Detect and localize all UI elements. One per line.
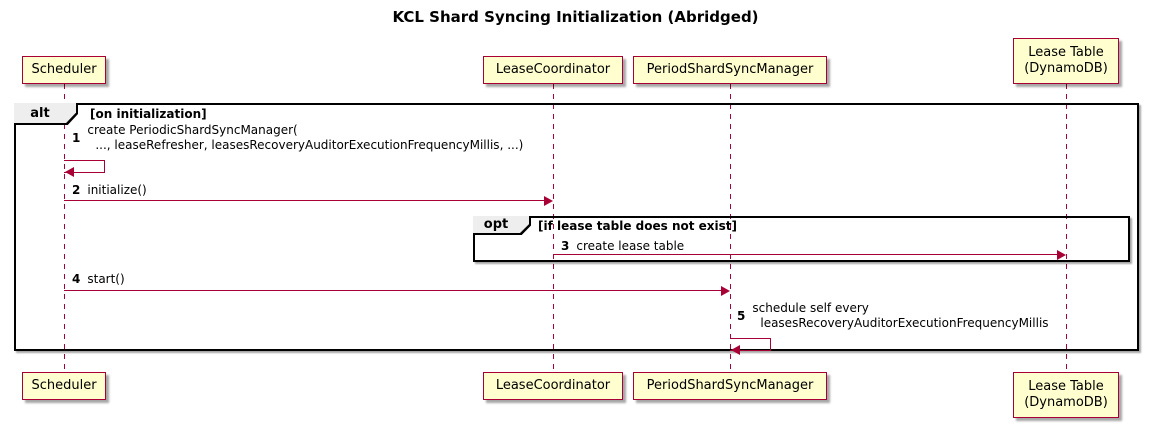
participant-scheduler-bottom: Scheduler	[22, 372, 106, 400]
participant-lease-coordinator-top: LeaseCoordinator	[483, 56, 623, 84]
message-5-self-arrow	[730, 338, 771, 351]
message-text-line2: ..., leaseRefresher, leasesRecoveryAudit…	[95, 138, 524, 152]
participant-period-shard-sync-manager-top: PeriodShardSyncManager	[633, 56, 827, 84]
message-3-label: 3 create lease table	[561, 239, 684, 254]
alt-operator-label: alt	[14, 103, 76, 123]
participant-scheduler-top: Scheduler	[22, 56, 106, 84]
message-1-arrowhead-icon	[65, 167, 74, 177]
message-text: create lease table	[576, 239, 685, 253]
participant-label: PeriodShardSyncManager	[646, 62, 814, 77]
participant-sublabel: (DynamoDB)	[1024, 395, 1108, 410]
participant-sublabel: (DynamoDB)	[1024, 61, 1108, 76]
message-seq: 5	[737, 308, 746, 323]
message-1-self-arrow	[64, 160, 105, 173]
message-seq: 4	[72, 272, 81, 286]
opt-operator-label: opt	[473, 216, 529, 233]
message-2-arrowhead-icon	[544, 196, 553, 206]
lifeline-period-shard-sync-manager	[730, 84, 731, 372]
message-text-line1: schedule self every	[752, 301, 869, 315]
participant-label: Lease Table	[1028, 379, 1104, 394]
message-3-arrowhead-icon	[1057, 250, 1066, 260]
message-5-label: 5 schedule self every leasesRecoveryAudi…	[737, 301, 1049, 331]
participant-label: LeaseCoordinator	[495, 378, 611, 393]
message-seq: 2	[72, 183, 81, 197]
participant-label: PeriodShardSyncManager	[646, 378, 814, 393]
message-2-arrow	[64, 200, 546, 201]
alt-frame: alt [on initialization]	[14, 103, 1139, 351]
message-seq: 3	[561, 239, 570, 253]
diagram-title: KCL Shard Syncing Initialization (Abridg…	[392, 8, 759, 26]
message-4-arrowhead-icon	[721, 286, 730, 296]
alt-guard: [on initialization]	[90, 107, 207, 121]
participant-period-shard-sync-manager-bottom: PeriodShardSyncManager	[633, 372, 827, 400]
opt-guard: [if lease table does not exist]	[538, 219, 738, 233]
message-2-label: 2 initialize()	[72, 183, 147, 198]
participant-label: Scheduler	[31, 62, 97, 77]
message-seq: 1	[72, 130, 81, 145]
message-3-arrow	[553, 254, 1058, 255]
participant-lease-coordinator-bottom: LeaseCoordinator	[483, 372, 623, 400]
message-4-label: 4 start()	[72, 272, 125, 287]
participant-lease-table-top: Lease Table (DynamoDB)	[1013, 38, 1119, 84]
message-text: start()	[87, 272, 125, 286]
message-1-label: 1 create PeriodicShardSyncManager( ..., …	[72, 123, 523, 153]
message-text-line2: leasesRecoveryAuditorExecutionFrequencyM…	[760, 316, 1049, 330]
lifeline-lease-table	[1066, 84, 1067, 372]
message-5-arrowhead-icon	[731, 345, 740, 355]
message-text: initialize()	[87, 183, 147, 197]
message-text-line1: create PeriodicShardSyncManager(	[87, 123, 298, 137]
message-4-arrow	[64, 290, 722, 291]
opt-frame: opt [if lease table does not exist]	[473, 216, 1130, 262]
participant-label: Scheduler	[31, 378, 97, 393]
opt-operator-pentagon: opt	[473, 216, 531, 235]
participant-label: LeaseCoordinator	[495, 62, 611, 77]
alt-operator-pentagon: alt	[14, 103, 78, 125]
participant-label: Lease Table	[1028, 45, 1104, 60]
lifeline-scheduler	[64, 84, 65, 372]
participant-lease-table-bottom: Lease Table (DynamoDB)	[1013, 372, 1119, 418]
lifeline-lease-coordinator	[553, 84, 554, 372]
